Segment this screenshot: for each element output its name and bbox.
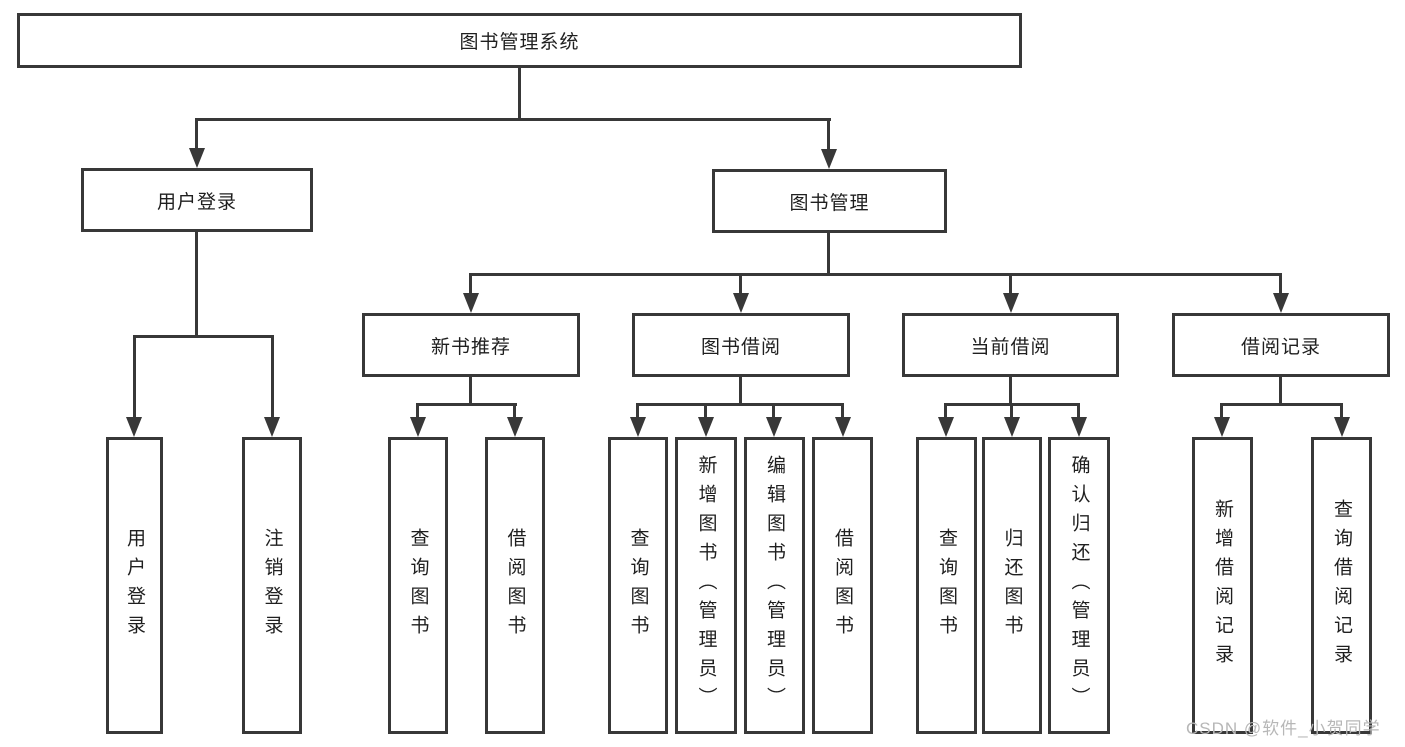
leaf-label: 查询借阅记录 (1331, 498, 1352, 673)
connector-arrow-shaft (1340, 403, 1343, 419)
connector-arrow-shaft (271, 335, 274, 419)
connector-newrec-branch (416, 403, 517, 406)
node-current-borrowing: 当前借阅 (902, 313, 1119, 377)
connector-userlogin-stem (195, 232, 198, 335)
node-label: 图书管理 (789, 192, 870, 214)
node-label: 新书推荐 (430, 336, 511, 358)
connector-arrow-shaft (944, 403, 947, 419)
leaf-label: 查询图书 (407, 527, 429, 644)
arrowhead-leaf-query-3 (938, 417, 954, 437)
connector-records-stem (1279, 377, 1282, 403)
leaf-user-login: 用户登录 (106, 437, 163, 734)
arrowhead-leaf-edit-book (766, 417, 782, 437)
leaf-confirm-return-admin: 确认归还（管理员） (1048, 437, 1110, 734)
connector-arrow-shaft (1009, 273, 1012, 295)
node-label: 图书借阅 (700, 336, 781, 358)
connector-arrow-shaft (841, 403, 844, 419)
arrowhead-user-login (189, 148, 205, 168)
arrowhead-leaf-logout (264, 417, 280, 437)
csdn-watermark: CSDN @软件_小贺同学 (1186, 719, 1381, 738)
arrowhead-leaf-add-book (698, 417, 714, 437)
connector-arrow-shaft (739, 273, 742, 295)
connector-borrow-branch (636, 403, 844, 406)
leaf-label: 注销登录 (261, 527, 283, 644)
connector-records-branch (1220, 403, 1342, 406)
leaf-query-books-borrowing: 查询图书 (608, 437, 668, 734)
leaf-query-books-current: 查询图书 (916, 437, 977, 734)
connector-arrow-shaft (1010, 403, 1013, 419)
node-library-management-system: 图书管理系统 (17, 13, 1022, 68)
connector-root-branch (195, 118, 831, 121)
leaf-label: 新增图书（管理员） (695, 455, 717, 716)
connector-arrow-shaft (1077, 403, 1080, 419)
leaf-label: 用户登录 (124, 527, 145, 644)
arrowhead-leaf-query-record (1334, 417, 1350, 437)
node-label: 用户登录 (156, 191, 237, 213)
node-user-login: 用户登录 (81, 168, 313, 232)
arrowhead-borrowing-records (1273, 293, 1289, 313)
node-label: 图书管理系统 (459, 32, 580, 53)
connector-arrow-shaft (1220, 403, 1223, 419)
node-label: 借阅记录 (1240, 336, 1321, 358)
connector-current-stem (1009, 377, 1012, 403)
leaf-return-book: 归还图书 (982, 437, 1042, 734)
arrowhead-book-management (821, 149, 837, 169)
leaf-borrow-books-recommend: 借阅图书 (485, 437, 545, 734)
arrowhead-book-borrowing (733, 293, 749, 313)
connector-arrow-shaft (704, 403, 707, 419)
connector-arrow-shaft (133, 335, 136, 419)
leaf-label: 借阅图书 (832, 527, 853, 644)
arrowhead-current-borrowing (1003, 293, 1019, 313)
arrowhead-leaf-query-2 (630, 417, 646, 437)
arrowhead-leaf-borrow-2 (835, 417, 851, 437)
connector-arrow-shaft (469, 273, 472, 295)
node-label: 当前借阅 (970, 336, 1051, 358)
arrowhead-leaf-return (1004, 417, 1020, 437)
leaf-borrow-books-borrowing: 借阅图书 (812, 437, 873, 734)
arrowhead-leaf-confirm-return (1071, 417, 1087, 437)
leaf-query-borrow-record: 查询借阅记录 (1311, 437, 1372, 734)
arrowhead-leaf-query-1 (410, 417, 426, 437)
arrowhead-leaf-borrow-1 (507, 417, 523, 437)
leaf-label: 确认归还（管理员） (1068, 455, 1090, 716)
node-borrowing-records: 借阅记录 (1172, 313, 1390, 377)
leaf-label: 归还图书 (1001, 527, 1023, 644)
connector-arrow-shaft (827, 118, 830, 151)
connector-arrow-shaft (1279, 273, 1282, 295)
connector-userlogin-branch (133, 335, 274, 338)
connector-arrow-shaft (195, 118, 198, 150)
leaf-label: 新增借阅记录 (1212, 498, 1233, 673)
leaf-label: 编辑图书（管理员） (764, 455, 785, 716)
node-book-borrowing: 图书借阅 (632, 313, 850, 377)
arrowhead-new-book-recommend (463, 293, 479, 313)
arrowhead-leaf-user-login (126, 417, 142, 437)
connector-root-stem (518, 68, 521, 118)
leaf-add-book-admin: 新增图书（管理员） (675, 437, 737, 734)
connector-arrow-shaft (636, 403, 639, 419)
arrowhead-leaf-add-record (1214, 417, 1230, 437)
leaf-query-books-recommend: 查询图书 (388, 437, 448, 734)
connector-arrow-shaft (772, 403, 775, 419)
connector-borrow-stem (739, 377, 742, 403)
connector-arrow-shaft (416, 403, 419, 419)
connector-bookmgmt-stem (827, 233, 830, 273)
node-book-management: 图书管理 (712, 169, 947, 233)
connector-newrec-stem (469, 377, 472, 403)
leaf-add-borrow-record: 新增借阅记录 (1192, 437, 1253, 734)
leaf-label: 查询图书 (627, 527, 649, 644)
connector-bookmgmt-branch (469, 273, 1282, 276)
connector-arrow-shaft (513, 403, 516, 419)
leaf-edit-book-admin: 编辑图书（管理员） (744, 437, 805, 734)
leaf-logout: 注销登录 (242, 437, 302, 734)
node-new-book-recommend: 新书推荐 (362, 313, 580, 377)
leaf-label: 查询图书 (936, 527, 957, 644)
leaf-label: 借阅图书 (504, 527, 526, 644)
